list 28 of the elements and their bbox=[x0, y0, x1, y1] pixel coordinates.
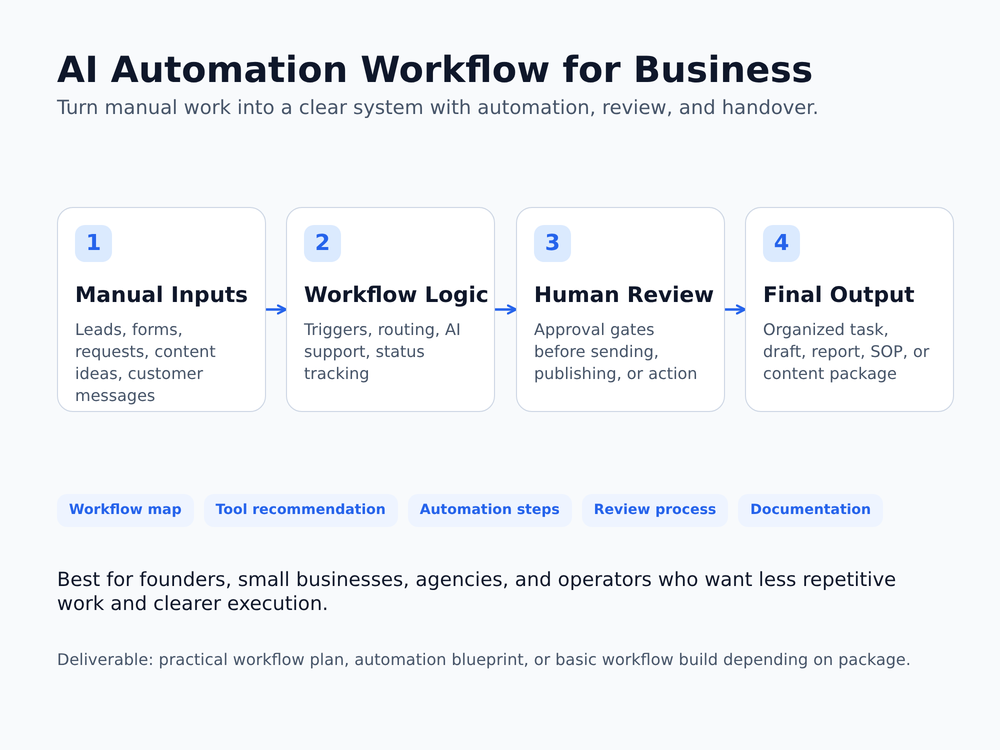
step-title: Manual Inputs bbox=[75, 282, 248, 310]
feature-tag: Tool recommendation bbox=[204, 494, 398, 527]
step-description: Organized task, draft, report, SOP, or content package bbox=[763, 319, 930, 385]
step-description: Approval gates before sending, publishing, or action bbox=[534, 319, 698, 385]
audience-note: Best for founders, small businesses, agencies, and operators who want less repetitive work and clearer execution. bbox=[57, 568, 898, 616]
step-card bbox=[286, 207, 495, 412]
arrow bbox=[266, 304, 288, 315]
page-title: AI Automation Workflow for Business bbox=[57, 49, 813, 93]
arrow bbox=[495, 304, 518, 315]
arrow bbox=[725, 304, 746, 315]
deliverable-note: Deliverable: practical workflow plan, automation blueprint, or basic workflow build depending on package. bbox=[57, 650, 912, 670]
step-number-badge: 4 bbox=[763, 225, 800, 262]
step-number-badge: 2 bbox=[304, 225, 341, 262]
step-card bbox=[745, 207, 954, 412]
step-number-badge: 3 bbox=[534, 225, 571, 262]
feature-tag: Documentation bbox=[738, 494, 884, 527]
step-title: Final Output bbox=[763, 282, 915, 310]
subtitle: Turn manual work into a clear system with automation, review, and handover. bbox=[57, 95, 819, 121]
step-number-badge: 1 bbox=[75, 225, 112, 262]
feature-tag: Workflow map bbox=[57, 494, 194, 527]
step-title: Workflow Logic bbox=[304, 282, 489, 310]
step-card bbox=[57, 207, 266, 412]
step-description: Leads, forms, requests, content ideas, customer messages bbox=[75, 319, 217, 407]
feature-tag: Automation steps bbox=[408, 494, 572, 527]
feature-tag: Review process bbox=[582, 494, 728, 527]
step-card bbox=[516, 207, 725, 412]
step-description: Triggers, routing, AI support, status tracking bbox=[304, 319, 462, 385]
step-title: Human Review bbox=[534, 282, 714, 310]
